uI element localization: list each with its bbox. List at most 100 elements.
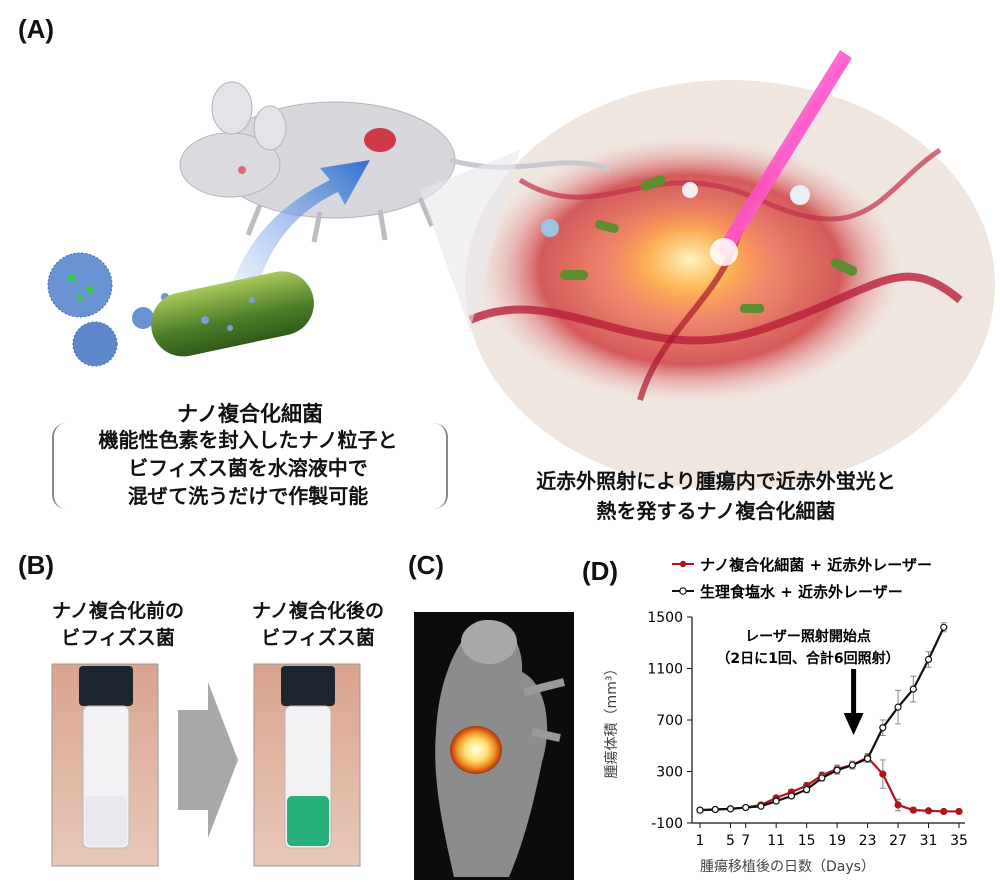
caption-line: ビフィズス菌: [61, 627, 175, 649]
caption-line: 近赤外照射により腫瘍内で近赤外蛍光と: [536, 469, 896, 493]
fluorescence-image: [414, 612, 574, 880]
data-point: [787, 792, 796, 800]
injection-arrow: [230, 160, 370, 295]
y-axis-label: 腫瘍体積（mm³）: [603, 662, 620, 779]
x-tick-label: 15: [798, 833, 816, 849]
caption-line: ナノ複合化前の: [51, 600, 185, 622]
nanoparticle: [77, 295, 83, 301]
data-point: [909, 685, 917, 693]
data-point: [757, 802, 765, 810]
x-tick-label: 11: [767, 833, 785, 849]
vial-before-photo: [51, 663, 159, 867]
vial-after-caption: ナノ複合化後の ビフィズス菌: [218, 598, 418, 652]
panel-a-illustration: [47, 50, 995, 490]
caption-line: ナノ複合化後の: [251, 600, 385, 622]
data-point: [879, 724, 887, 732]
x-tick-label: 7: [741, 833, 750, 849]
caption-line: 熱を発するナノ複合化細菌: [596, 499, 836, 523]
bacterium: [640, 175, 666, 191]
annotation-line-1: レーザー照射開始点: [745, 628, 871, 645]
y-tick-label: 1100: [647, 662, 683, 678]
panel-c-label: (C): [408, 550, 445, 580]
caption-line: ビフィズス菌: [261, 627, 375, 649]
chart-series: [696, 622, 963, 816]
nanoparticle: [249, 297, 255, 303]
data-point: [940, 623, 948, 631]
laser-beam: [716, 50, 852, 258]
nano-bacteria-desc-box: [52, 423, 448, 509]
x-tick-label: 1: [696, 833, 705, 849]
tumor-volume-chart: ナノ複合化細菌 + 近赤外レーザー 生理食塩水 + 近赤外レーザー -100 30…: [603, 556, 968, 875]
y-tick-label: 700: [656, 713, 683, 729]
y-tick-label: -100: [651, 816, 683, 832]
vial-before-caption: ナノ複合化前の ビフィズス菌: [18, 598, 218, 652]
y-tick-label: 1500: [647, 610, 683, 626]
y-ticks: -100 300 700 1100 1500: [647, 610, 692, 832]
panel-d-label: (D): [582, 556, 619, 586]
data-point: [726, 805, 735, 813]
data-point: [924, 807, 933, 815]
data-point: [863, 755, 872, 763]
panel-b-photos: [51, 663, 361, 867]
bacterium: [560, 270, 588, 280]
data-point: [879, 770, 887, 778]
x-tick-label: 35: [950, 833, 968, 849]
data-point: [711, 805, 719, 814]
data-point: [818, 774, 826, 782]
bacterium: [740, 304, 764, 313]
immune-cell: [541, 219, 559, 237]
immune-cell: [790, 185, 810, 205]
bifidobacterium: [151, 271, 314, 357]
nanoparticle: [201, 316, 209, 324]
panel-a-label: (A): [18, 14, 55, 44]
tumor-caption: 近赤外照射により腫瘍内で近赤外蛍光と 熱を発するナノ複合化細菌: [466, 466, 966, 526]
legend-marker-nano: [679, 560, 687, 568]
chart-legend: ナノ複合化細菌 + 近赤外レーザー 生理食塩水 + 近赤外レーザー: [672, 556, 932, 601]
data-point: [894, 801, 902, 809]
data-point: [772, 797, 780, 805]
x-axis-label: 腫瘍移植後の日数（Days）: [700, 858, 875, 875]
data-point: [894, 703, 902, 711]
bacterium: [595, 219, 619, 234]
nanoparticle: [132, 307, 154, 329]
blood-vessel: [468, 272, 963, 345]
data-point: [848, 761, 856, 769]
desc-line: ビフィズス菌を水溶液中で: [128, 456, 368, 480]
data-point: [955, 807, 963, 816]
data-point: [696, 806, 704, 814]
zoom-wedge: [420, 150, 520, 330]
annotation-arrow-head: [843, 713, 864, 735]
laser-spot: [710, 238, 738, 266]
vial-after-photo: [253, 663, 361, 867]
transition-arrow: [178, 682, 238, 838]
nanoparticle: [86, 286, 94, 294]
desc-line: 混ぜて洗うだけで作製可能: [127, 484, 369, 508]
desc-line: 機能性色素を封入したナノ粒子と: [98, 428, 398, 452]
data-point: [909, 806, 917, 814]
nano-bacteria-desc: 機能性色素を封入したナノ粒子と ビフィズス菌を水溶液中で 混ぜて洗うだけで作製可…: [52, 426, 444, 510]
nanoparticle: [227, 325, 233, 331]
data-point: [803, 785, 811, 794]
nanoparticle: [72, 321, 118, 367]
legend-label-nano: ナノ複合化細菌 + 近赤外レーザー: [700, 556, 932, 574]
x-tick-label: 19: [828, 833, 846, 849]
annotation-arrow: [843, 669, 864, 735]
tumor-fluorescence-spot: [450, 726, 502, 774]
x-tick-label: 23: [859, 833, 877, 849]
x-tick-label: 27: [889, 833, 907, 849]
data-point: [742, 803, 750, 812]
y-tick-label: 300: [656, 765, 683, 781]
nanoparticle: [68, 274, 76, 282]
panel-b-label: (B): [18, 550, 55, 580]
legend-marker-saline: [679, 587, 687, 595]
bacterium: [830, 258, 858, 276]
x-tick-label: 31: [920, 833, 938, 849]
data-point: [924, 655, 933, 664]
mouse-illustration: [179, 81, 611, 243]
immune-cell: [682, 182, 698, 198]
annotation-line-2: （2日に1回、合計6回照射）: [716, 650, 899, 667]
legend-label-saline: 生理食塩水 + 近赤外レーザー: [700, 583, 903, 601]
data-point: [833, 766, 841, 774]
series-line-0: [699, 755, 959, 813]
